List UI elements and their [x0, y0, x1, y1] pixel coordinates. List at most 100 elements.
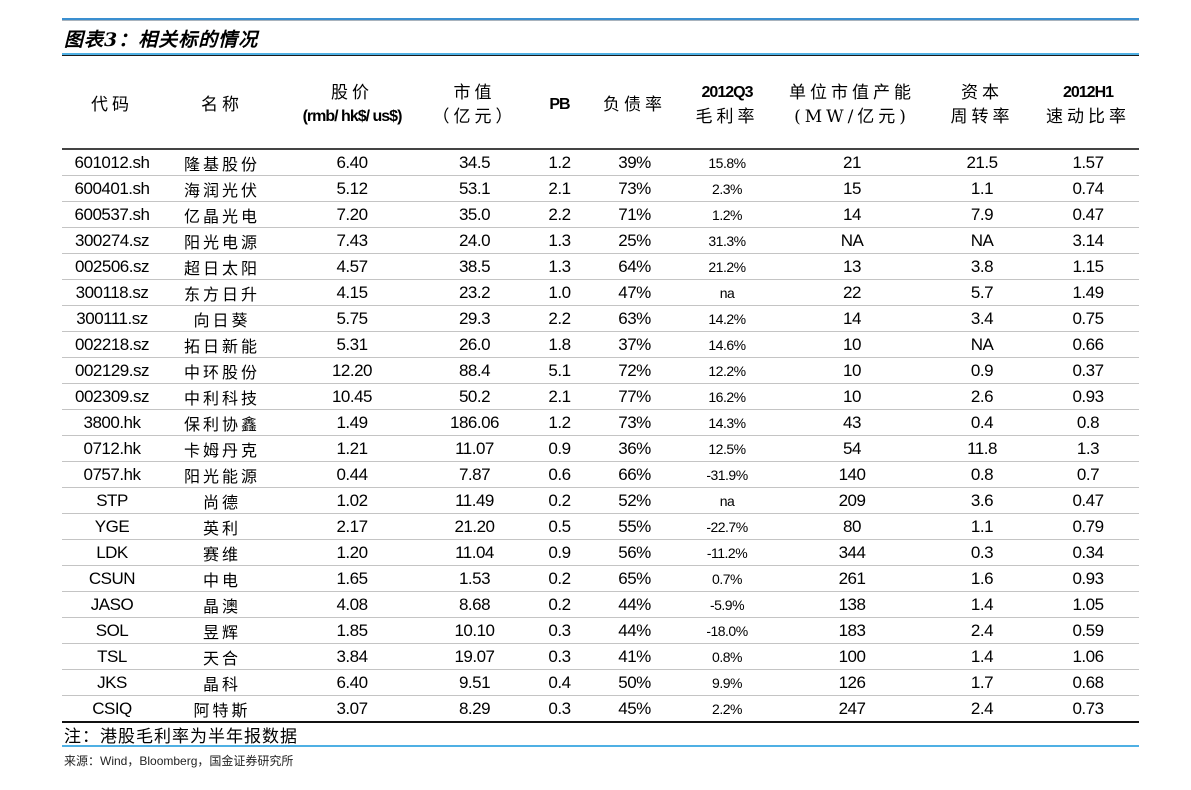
- value-cell: 73%: [592, 175, 677, 202]
- column-header: 股价(rmb/ hk$/ us$): [282, 62, 422, 150]
- column-header: 单位市值产能(MW/亿元): [777, 62, 927, 150]
- value-cell: 126: [777, 669, 927, 696]
- value-cell: 65%: [592, 565, 677, 592]
- value-cell: 26.0: [422, 331, 527, 358]
- value-cell: 55%: [592, 513, 677, 540]
- value-cell: 3.4: [927, 305, 1037, 332]
- company-name-cell: 中电: [162, 565, 282, 592]
- ticker-cell: 600537.sh: [62, 201, 162, 228]
- ticker-cell: 600401.sh: [62, 175, 162, 202]
- value-cell: 2.6: [927, 383, 1037, 410]
- value-cell: 1.05: [1037, 591, 1139, 618]
- value-cell: 0.7%: [677, 565, 777, 592]
- ticker-cell: 300111.sz: [62, 305, 162, 332]
- value-cell: 37%: [592, 331, 677, 358]
- value-cell: 0.37: [1037, 357, 1139, 384]
- value-cell: 50%: [592, 669, 677, 696]
- exhibit-title: 图表3：相关标的情况: [64, 29, 259, 51]
- value-cell: 31.3%: [677, 227, 777, 254]
- footnote: 注：港股毛利率为半年报数据: [64, 727, 298, 747]
- company-name-cell: 卡姆丹克: [162, 435, 282, 462]
- source-text: Wind，Bloomberg，: [100, 754, 210, 768]
- company-name-cell: 超日太阳: [162, 253, 282, 280]
- value-cell: 10: [777, 383, 927, 410]
- column-header-line1: 资本: [961, 83, 1003, 103]
- value-cell: 41%: [592, 643, 677, 670]
- column-header: 名称: [162, 62, 282, 150]
- value-cell: 0.66: [1037, 331, 1139, 358]
- value-cell: 11.8: [927, 435, 1037, 462]
- value-cell: 77%: [592, 383, 677, 410]
- value-cell: NA: [777, 227, 927, 254]
- value-cell: 3.8: [927, 253, 1037, 280]
- value-cell: 63%: [592, 305, 677, 332]
- value-cell: 209: [777, 487, 927, 514]
- value-cell: 54: [777, 435, 927, 462]
- company-name-cell: 海润光伏: [162, 175, 282, 202]
- column-header-line1: PB: [549, 96, 570, 113]
- value-cell: 100: [777, 643, 927, 670]
- value-cell: 10: [777, 331, 927, 358]
- value-cell: 25%: [592, 227, 677, 254]
- value-cell: 0.9: [527, 435, 592, 462]
- column-header: 资本周转率: [927, 62, 1037, 150]
- value-cell: 261: [777, 565, 927, 592]
- value-cell: 10.45: [282, 383, 422, 410]
- company-name-cell: 晶科: [162, 669, 282, 696]
- column-header-line2: 毛利率: [695, 107, 759, 127]
- ticker-cell: 601012.sh: [62, 149, 162, 176]
- value-cell: 0.47: [1037, 487, 1139, 514]
- ticker-cell: 002309.sz: [62, 383, 162, 410]
- value-cell: 14.2%: [677, 305, 777, 332]
- value-cell: 12.20: [282, 357, 422, 384]
- source-label: 来源：: [64, 754, 101, 768]
- value-cell: 1.3: [527, 227, 592, 254]
- source-line: 来源：Wind，Bloomberg，国金证券研究所: [64, 752, 293, 769]
- value-cell: 52%: [592, 487, 677, 514]
- column-header-line1: 股价: [331, 83, 373, 103]
- company-name-cell: 昱辉: [162, 617, 282, 644]
- top-rule: [62, 18, 1139, 20]
- value-cell: 344: [777, 539, 927, 566]
- value-cell: 11.04: [422, 539, 527, 566]
- value-cell: NA: [927, 331, 1037, 358]
- value-cell: 21.20: [422, 513, 527, 540]
- value-cell: 2.4: [927, 617, 1037, 644]
- value-cell: 4.57: [282, 253, 422, 280]
- value-cell: 11.49: [422, 487, 527, 514]
- ticker-cell: 0712.hk: [62, 435, 162, 462]
- value-cell: 5.12: [282, 175, 422, 202]
- value-cell: 1.7: [927, 669, 1037, 696]
- company-name-cell: 赛维: [162, 539, 282, 566]
- value-cell: 2.4: [927, 695, 1037, 723]
- ticker-cell: JKS: [62, 669, 162, 696]
- value-cell: na: [677, 487, 777, 514]
- ticker-cell: CSIQ: [62, 695, 162, 723]
- ticker-cell: 002129.sz: [62, 357, 162, 384]
- value-cell: 0.73: [1037, 695, 1139, 723]
- value-cell: 0.93: [1037, 383, 1139, 410]
- value-cell: 23.2: [422, 279, 527, 306]
- value-cell: 140: [777, 461, 927, 488]
- value-cell: 10: [777, 357, 927, 384]
- ticker-cell: 002218.sz: [62, 331, 162, 358]
- value-cell: 1.65: [282, 565, 422, 592]
- value-cell: 0.59: [1037, 617, 1139, 644]
- value-cell: 36%: [592, 435, 677, 462]
- column-header-line1: 负债率: [603, 95, 666, 115]
- value-cell: 2.2: [527, 305, 592, 332]
- column-header: 市值（亿元）: [422, 62, 527, 150]
- column-header: PB: [527, 62, 592, 150]
- value-cell: 14.3%: [677, 409, 777, 436]
